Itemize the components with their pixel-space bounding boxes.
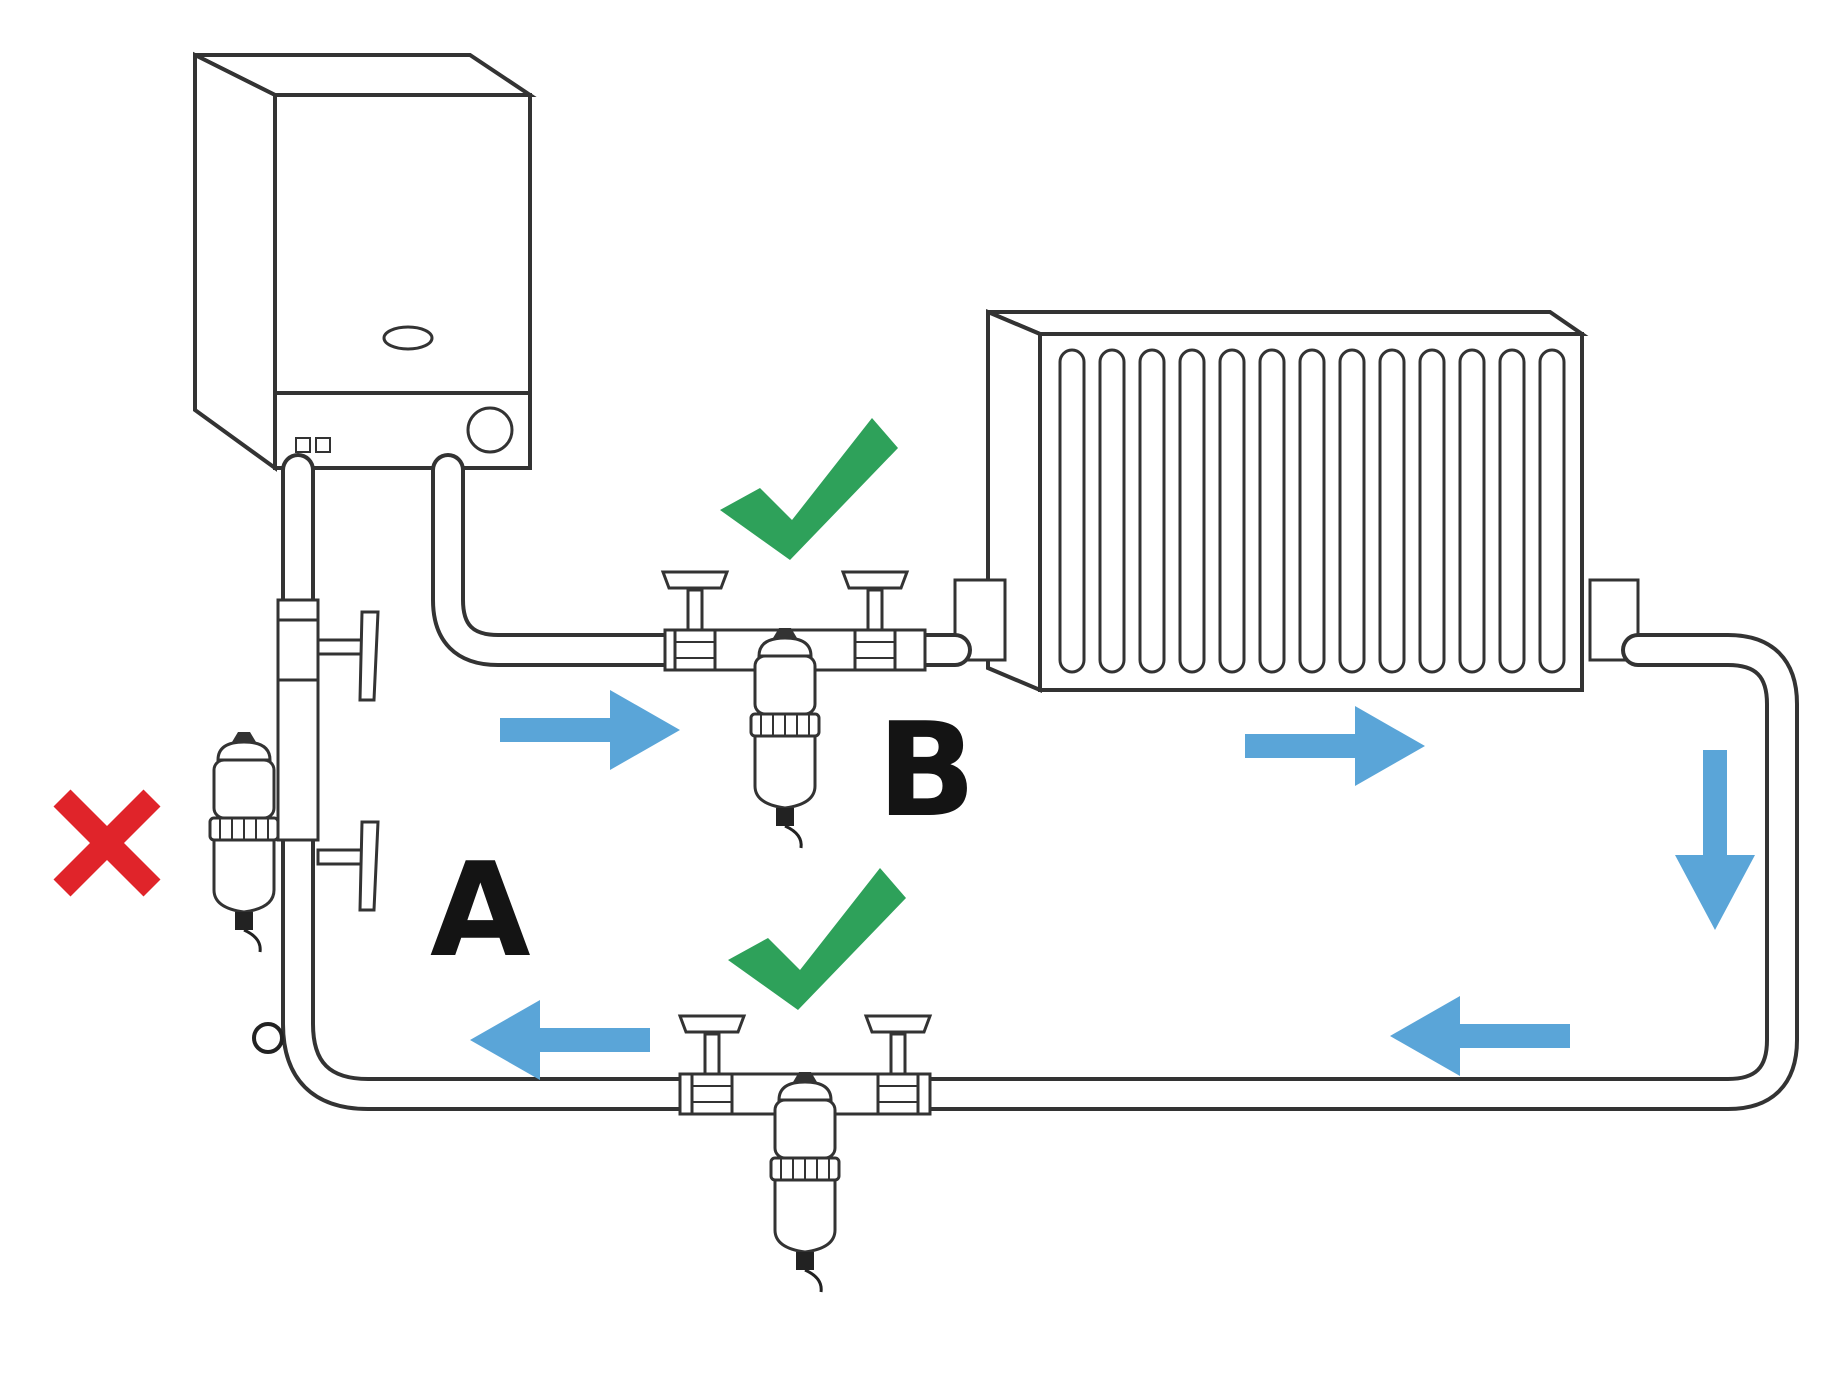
flow-arrow-down-icon bbox=[1675, 750, 1755, 930]
boiler-emblem bbox=[382, 325, 434, 351]
check-mark-icon bbox=[728, 868, 906, 1010]
boiler bbox=[193, 51, 537, 472]
pipe-network bbox=[281, 453, 1799, 1111]
flow-arrow-right-icon bbox=[500, 690, 680, 770]
filter-position-b bbox=[661, 570, 927, 850]
flow-arrows bbox=[470, 690, 1755, 1080]
flow-arrow-right-icon bbox=[1245, 706, 1425, 786]
check-mark-icon bbox=[720, 418, 898, 560]
boiler-dial bbox=[466, 406, 514, 454]
position-a-label: A bbox=[430, 834, 531, 986]
flow-arrow-left-icon bbox=[1390, 996, 1570, 1076]
filter-position-a bbox=[208, 598, 380, 1054]
radiator bbox=[953, 308, 1640, 694]
flow-arrow-left-icon bbox=[470, 1000, 650, 1080]
filter-position-return bbox=[678, 1014, 932, 1294]
cross-mark-icon bbox=[53, 789, 161, 897]
position-b-label: B bbox=[877, 694, 976, 846]
